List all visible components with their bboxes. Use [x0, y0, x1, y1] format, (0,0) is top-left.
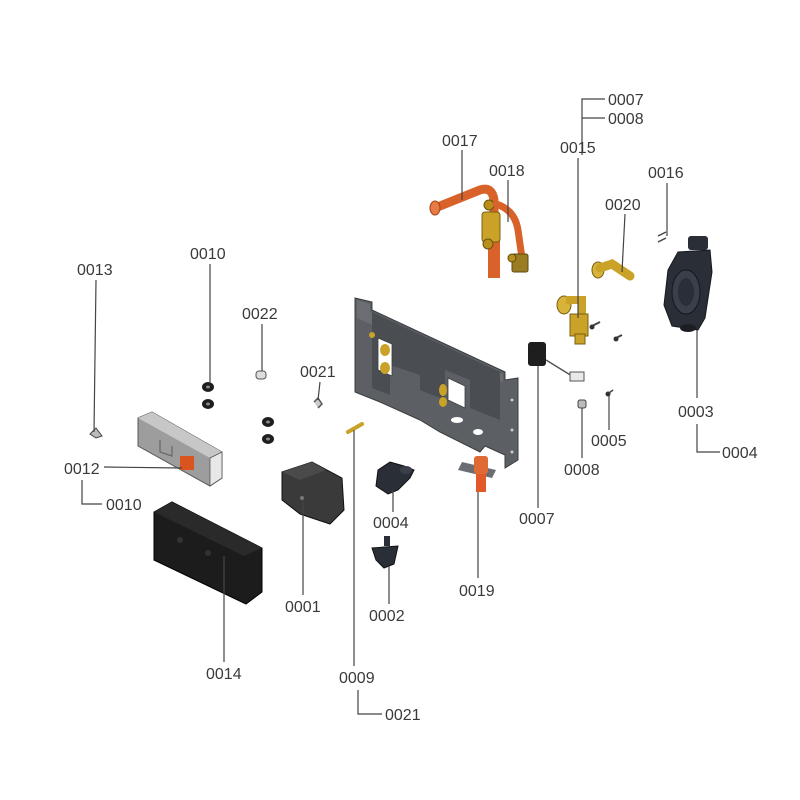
chassis-frame: [354, 297, 519, 469]
label-0014: 0014: [206, 666, 242, 683]
label-0017: 0017: [442, 133, 478, 150]
part-0019-drain-fitting[interactable]: [458, 456, 496, 492]
label-0013: 0013: [77, 262, 113, 279]
label-0007-top: 0007: [608, 92, 644, 109]
part-0022-plug[interactable]: [255, 370, 267, 380]
label-0003: 0003: [678, 404, 714, 421]
part-0013-clip[interactable]: [89, 427, 103, 439]
part-0014-cover[interactable]: [153, 501, 263, 605]
part-0001-pump-motor[interactable]: [281, 461, 345, 525]
part-0017-copper-pipe[interactable]: [429, 184, 501, 278]
label-0001: 0001: [285, 599, 321, 616]
label-0018: 0018: [489, 163, 525, 180]
part-0007-sensor[interactable]: [528, 342, 585, 382]
label-0009: 0009: [339, 670, 375, 687]
leader-lines: [81, 98, 720, 715]
label-0007-mid: 0007: [519, 511, 555, 528]
part-0009-probe[interactable]: [346, 422, 364, 434]
label-0010-bottom: 0010: [106, 497, 142, 514]
label-0019: 0019: [459, 583, 495, 600]
part-0008-nut[interactable]: [577, 399, 587, 409]
part-0015-brass-fitting[interactable]: [556, 295, 589, 345]
label-0016: 0016: [648, 165, 684, 182]
part-0012-housing[interactable]: [137, 411, 223, 487]
label-0021-bottom: 0021: [385, 707, 421, 724]
label-0005: 0005: [591, 433, 627, 450]
part-labels: 0017 0018 0007 0008 0015 0016 0020 0010 …: [64, 92, 758, 724]
label-0002: 0002: [369, 608, 405, 625]
label-0012: 0012: [64, 461, 100, 478]
label-0008-top: 0008: [608, 111, 644, 128]
part-0010-o-rings[interactable]: [202, 382, 274, 444]
label-0020: 0020: [605, 197, 641, 214]
label-0022: 0022: [242, 306, 278, 323]
part-0021-clip[interactable]: [313, 396, 323, 409]
part-0002-pressure-switch[interactable]: [371, 536, 399, 569]
label-0015: 0015: [560, 140, 596, 157]
label-0004-right: 0004: [722, 445, 758, 462]
label-0010-top: 0010: [190, 246, 226, 263]
label-0004-mid: 0004: [373, 515, 409, 532]
label-0008-mid: 0008: [564, 462, 600, 479]
part-0018-copper-pipe[interactable]: [492, 200, 529, 273]
part-screw-small[interactable]: [589, 321, 623, 342]
part-0003-pump-housing[interactable]: [663, 236, 713, 332]
part-0016-clip[interactable]: [657, 231, 667, 243]
label-0021-top: 0021: [300, 364, 336, 381]
part-0020-brass-elbow[interactable]: [591, 259, 635, 281]
part-0005-screw[interactable]: [605, 389, 614, 397]
part-0004-valve[interactable]: [375, 461, 415, 495]
